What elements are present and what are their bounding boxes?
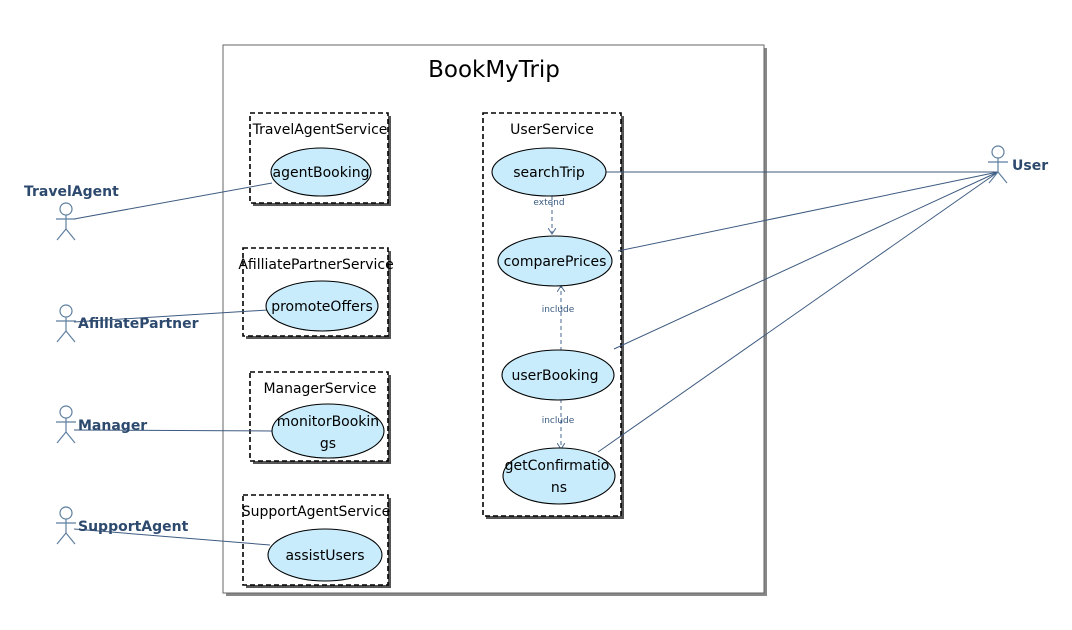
extend-label: extend (533, 198, 564, 208)
system-title: BookMyTrip (428, 57, 560, 83)
package-title: AfilliatePartnerService (238, 257, 393, 273)
actor-name: AfilliatePartner (78, 316, 199, 332)
stick-figure-icon (56, 405, 76, 444)
package-title: UserService (510, 122, 594, 138)
include-label: include (542, 416, 575, 426)
association-travel-agent (73, 182, 273, 220)
actor-name: TravelAgent (24, 184, 119, 200)
use-case-label-line-2: gs (320, 436, 336, 452)
include-label: include (542, 305, 575, 315)
use-case-agent-booking[interactable]: agentBooking (270, 147, 372, 197)
package-title: ManagerService (263, 381, 376, 397)
actor-affiliate-partner[interactable]: AfilliatePartner (56, 304, 199, 343)
use-case-label: comparePrices (504, 254, 607, 270)
actor-name: SupportAgent (78, 519, 189, 535)
use-case-label-line-1: monitorBookin (277, 414, 379, 430)
use-case-promote-offers[interactable]: promoteOffers (265, 280, 379, 332)
use-case-label: promoteOffers (271, 299, 373, 315)
association-support-agent (73, 528, 271, 546)
use-case-compare-prices[interactable]: comparePrices (497, 235, 613, 287)
actor-name: Manager (78, 418, 147, 434)
package-title: TravelAgentService (252, 122, 388, 138)
stick-figure-icon (56, 202, 76, 241)
use-case-label-line-1: getConfirmatio (505, 458, 610, 474)
actor-user[interactable]: User (988, 145, 1048, 184)
use-case-assist-users[interactable]: assistUsers (267, 528, 383, 582)
actor-manager[interactable]: Manager (56, 405, 147, 444)
actor-support-agent[interactable]: SupportAgent (56, 506, 189, 545)
actor-travel-agent[interactable]: TravelAgent (24, 184, 119, 241)
use-case-label: userBooking (511, 368, 598, 384)
association-user-user-booking (613, 171, 999, 350)
use-case-get-confirmations[interactable]: getConfirmatio ns (502, 447, 616, 505)
use-case-user-booking[interactable]: userBooking (501, 349, 615, 401)
use-case-search-trip[interactable]: searchTrip (491, 147, 607, 197)
use-case-monitor-bookings[interactable]: monitorBookin gs (271, 403, 385, 459)
actor-name: User (1012, 158, 1048, 174)
use-case-label: agentBooking (273, 165, 370, 181)
stick-figure-icon (988, 145, 1008, 184)
stick-figure-icon (56, 506, 76, 545)
association-affiliate-partner (73, 309, 269, 323)
use-case-label-line-2: ns (551, 480, 567, 496)
use-case-label: assistUsers (285, 548, 364, 564)
stick-figure-icon (56, 304, 76, 343)
package-title: SupportAgentService (242, 504, 391, 520)
association-user-compare-prices (617, 171, 999, 252)
association-manager (73, 429, 273, 432)
use-case-label: searchTrip (513, 165, 585, 181)
association-user-get-confirmations (597, 171, 999, 453)
